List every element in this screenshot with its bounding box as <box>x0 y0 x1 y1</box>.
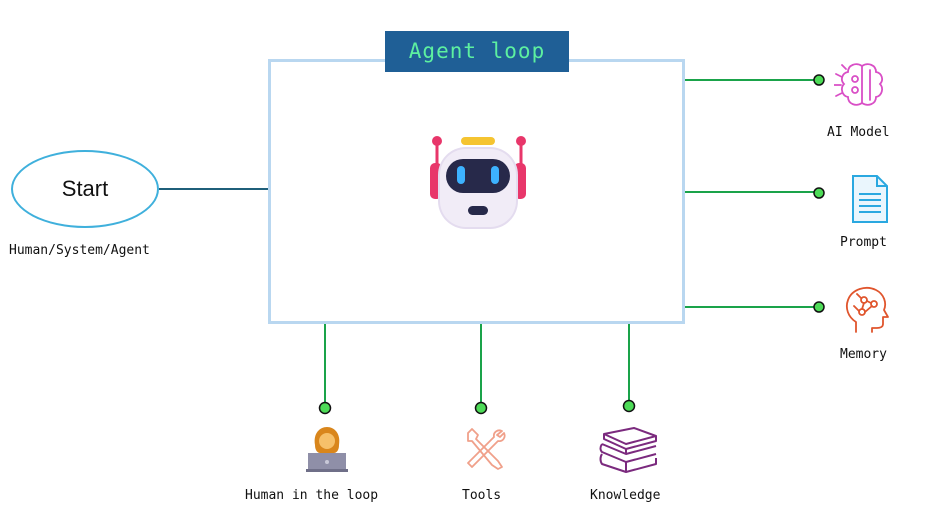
knowledge-label: Knowledge <box>590 488 661 503</box>
books-icon <box>599 427 657 473</box>
memory-dot <box>813 301 825 313</box>
start-caption: Human/System/Agent <box>9 243 150 258</box>
tools-dot <box>474 401 488 415</box>
ai-model-dot <box>813 74 825 86</box>
human-dot <box>318 401 332 415</box>
start-label: Start <box>61 176 109 201</box>
memory-label: Memory <box>840 347 887 362</box>
person-laptop-icon <box>306 427 348 472</box>
start-node: Start <box>11 150 159 228</box>
tools-icon <box>467 428 506 470</box>
robot-icon <box>430 136 526 229</box>
agent-loop-title: Agent loop <box>385 31 569 72</box>
brain-icon <box>834 63 883 106</box>
prompt-label: Prompt <box>840 235 887 250</box>
knowledge-dot <box>622 399 636 413</box>
human-in-the-loop-label: Human in the loop <box>245 488 379 503</box>
prompt-dot <box>813 187 825 199</box>
ai-model-label: AI Model <box>827 125 890 140</box>
head-memory-icon <box>845 287 889 333</box>
tools-label: Tools <box>462 488 502 503</box>
document-icon <box>852 175 888 223</box>
